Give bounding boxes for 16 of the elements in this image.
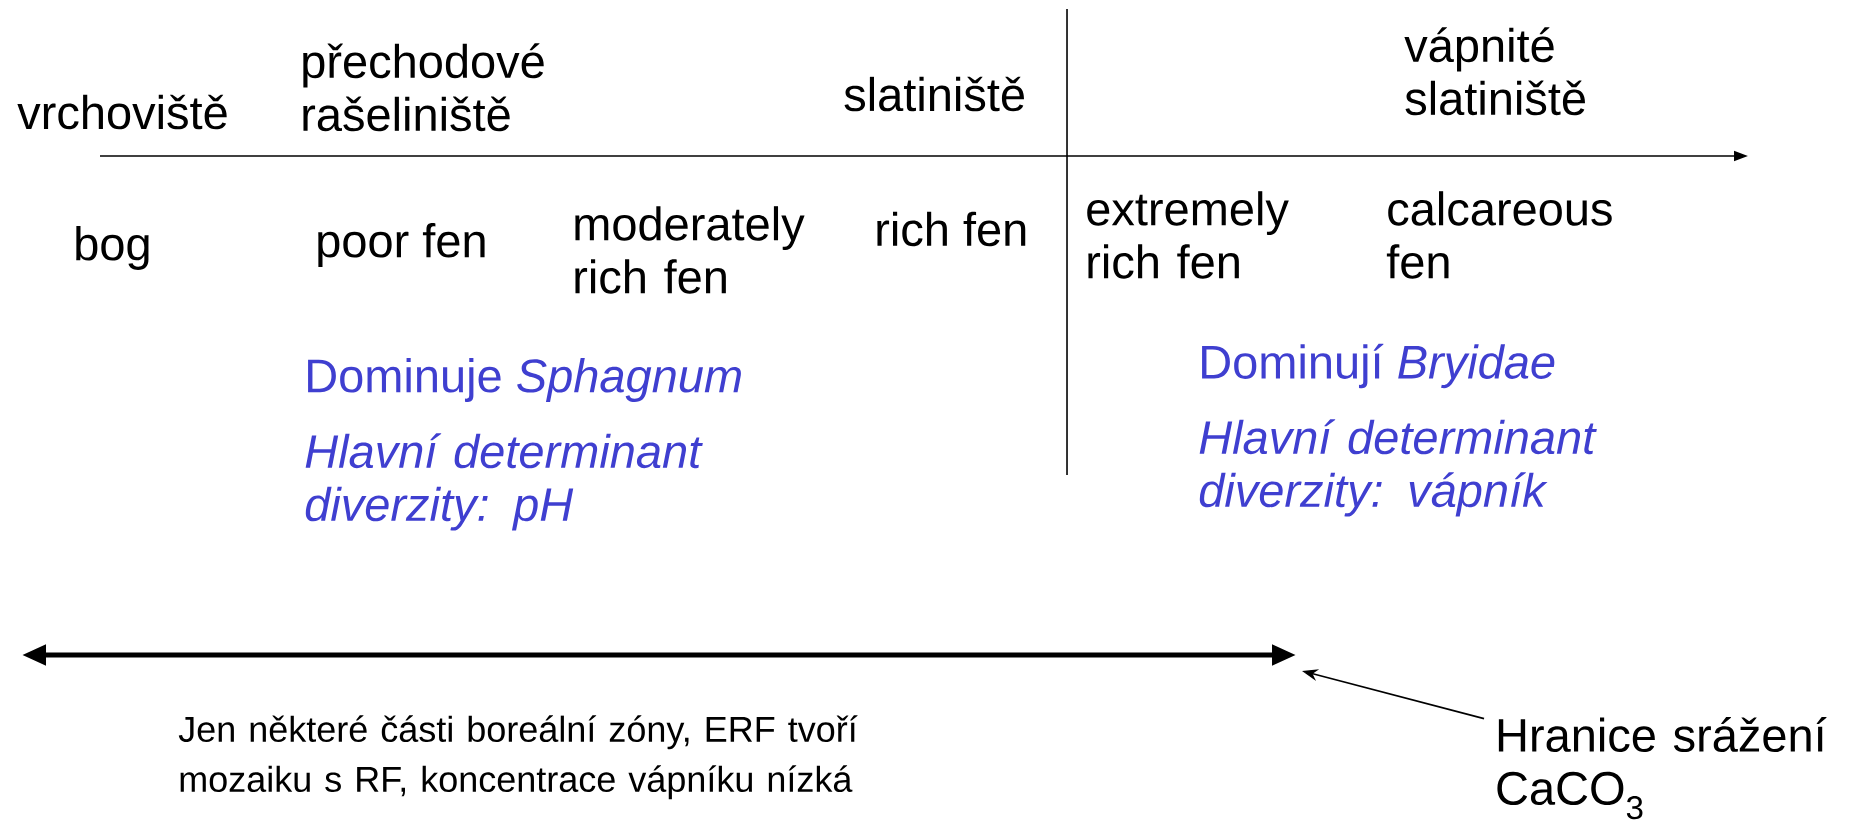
label-text: rich fen [877, 211, 1026, 247]
label-text: bog [76, 226, 149, 270]
label-text: calcareous fen [1386, 191, 1612, 279]
label-text: Dominují Bryidae [1202, 343, 1555, 389]
label-text: slatiniště [844, 76, 1024, 112]
label-text: Dominuje Sphagnum [308, 358, 741, 402]
label-text: přechodové rašeliniště [303, 43, 544, 132]
label-text: vrchoviště [17, 94, 227, 130]
label-text: Hlavní determinant diverzity: vápník [1199, 419, 1597, 517]
label-text: vápnité slatiniště [1404, 27, 1585, 116]
label-text: Jen některé části boreální zóny, ERF tvoří mozaiku s RF, koncentrace vápníku nízká [178, 715, 858, 800]
label-text: moderately rich fen [575, 206, 805, 294]
label-text: Hlavní determinant diverzity: pH [305, 433, 703, 531]
note-text: Hranice srážení CaCO$_{3}$ [1497, 717, 1827, 820]
label-text: poor fen [318, 223, 485, 267]
label-text: extremely rich fen [1087, 191, 1289, 279]
